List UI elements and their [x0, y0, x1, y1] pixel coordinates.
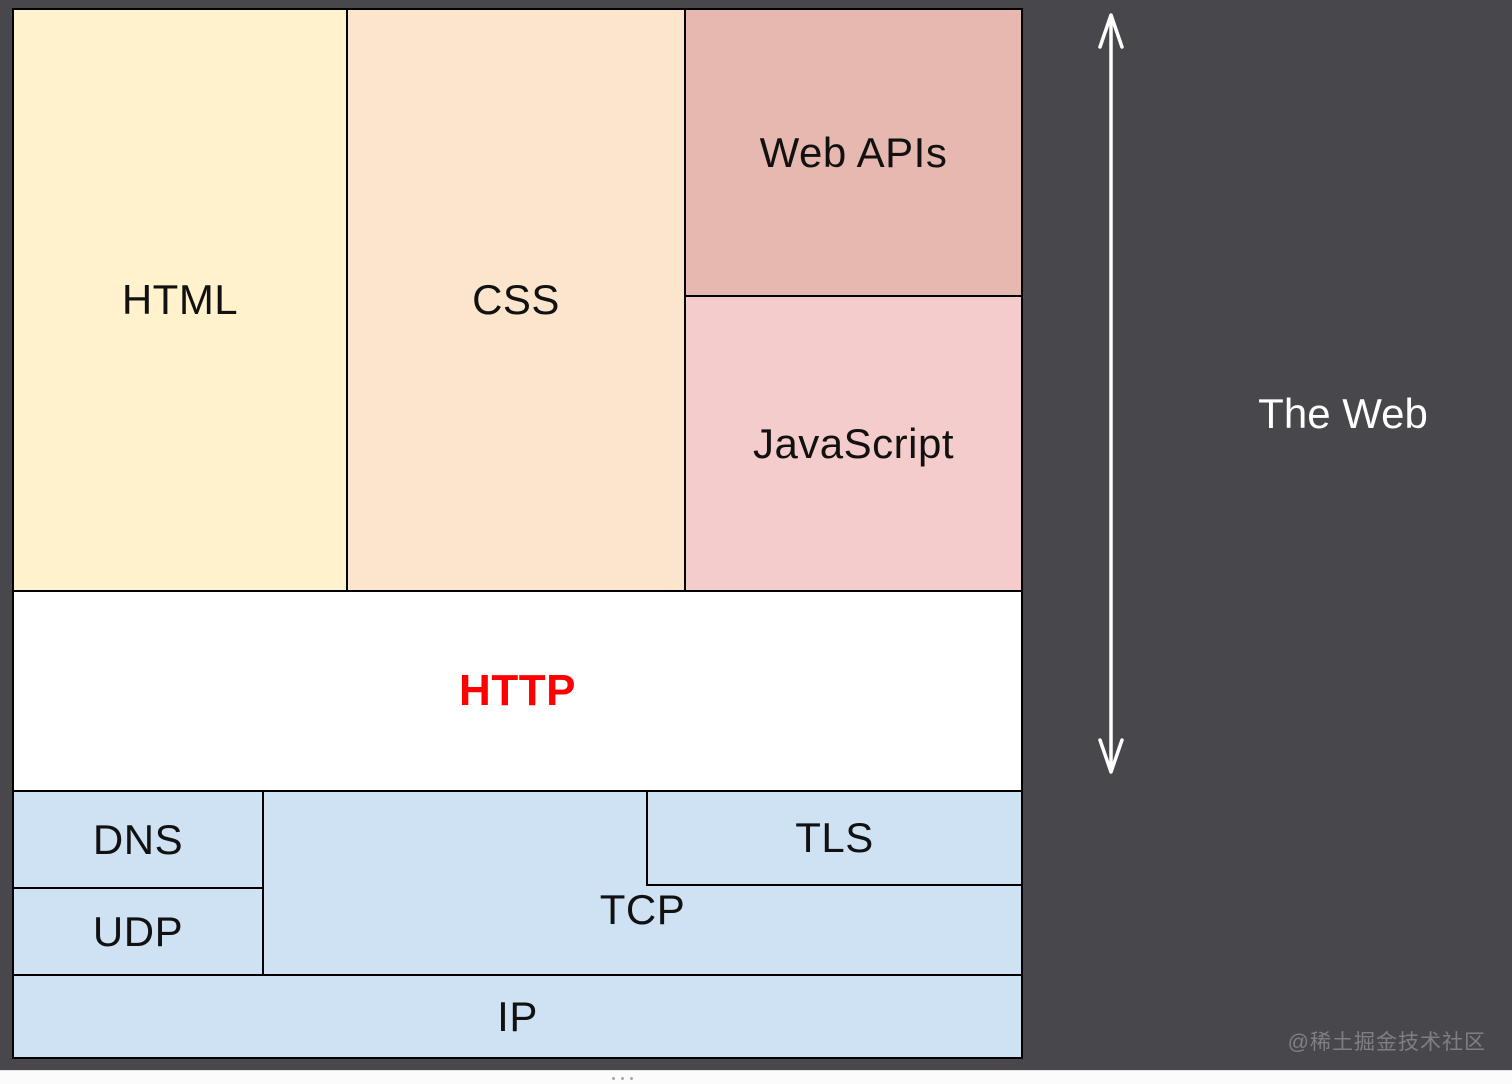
javascript-layer-box: JavaScript: [684, 295, 1023, 592]
javascript-layer-label: JavaScript: [752, 419, 955, 467]
watermark-text: @稀土掘金技术社区: [1287, 1031, 1486, 1054]
udp-layer-label: UDP: [92, 907, 184, 955]
ip-layer-label: IP: [497, 992, 538, 1040]
tls-layer-label: TLS: [795, 814, 874, 861]
web-apis-layer-label: Web APIs: [759, 128, 948, 176]
css-layer-box: CSS: [346, 8, 686, 592]
dns-layer-label: DNS: [92, 815, 184, 863]
http-layer-label: HTTP: [459, 666, 576, 715]
tcp-layer-label: TCP: [599, 886, 686, 933]
udp-layer-box: UDP: [12, 887, 264, 976]
css-layer-label: CSS: [472, 276, 560, 323]
ip-layer-box: IP: [12, 974, 1023, 1059]
the-web-side-label: The Web: [1258, 390, 1428, 437]
double-headed-arrow-icon: [1091, 13, 1131, 775]
http-layer-box: HTTP: [12, 590, 1023, 792]
dns-layer-box: DNS: [12, 790, 264, 889]
bottom-page-strip: [0, 1070, 1512, 1084]
html-layer-label: HTML: [121, 276, 239, 323]
html-layer-box: HTML: [12, 8, 348, 592]
drag-handle-dots-icon[interactable]: [612, 1077, 633, 1080]
tls-layer-box: TLS: [646, 790, 1023, 886]
web-apis-layer-box: Web APIs: [684, 8, 1023, 297]
